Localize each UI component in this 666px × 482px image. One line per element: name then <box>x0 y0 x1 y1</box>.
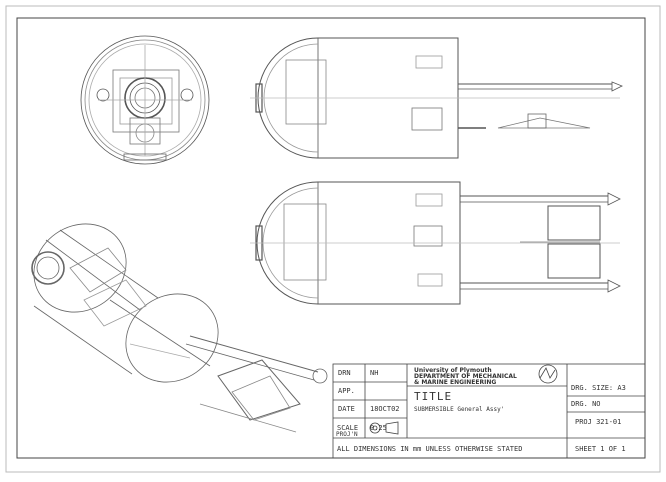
end-view <box>80 35 210 165</box>
drawing-size: DRG. SIZE: A3 <box>571 384 626 392</box>
title-value: SUBMERSIBLE General Assy' <box>414 406 504 413</box>
side-view-lower <box>250 181 621 305</box>
institution-line-3: & MARINE ENGINEERING <box>414 379 496 386</box>
drawing-number-value: PROJ 321-01 <box>575 418 621 426</box>
inner-border <box>16 17 646 459</box>
date-label: DATE <box>338 405 355 413</box>
title-block <box>332 363 646 459</box>
outer-border <box>5 5 661 473</box>
sheet-number: SHEET 1 OF 1 <box>575 445 626 453</box>
institution-line-2: DEPARTMENT OF MECHANICAL <box>414 373 517 380</box>
drn-label: DRN <box>338 369 351 377</box>
drawing-number-label: DRG. NO <box>571 400 601 408</box>
scale-value: 0.25 <box>370 424 387 432</box>
app-label: APP. <box>338 387 355 395</box>
side-view-upper <box>250 37 623 159</box>
proj-label: PROJ'N <box>336 431 358 438</box>
drn-value: NH <box>370 369 378 377</box>
institution-line-1: University of Plymouth <box>414 367 492 374</box>
title-label: TITLE <box>414 390 452 403</box>
dimensions-note: ALL DIMENSIONS IN mm UNLESS OTHERWISE ST… <box>337 445 522 453</box>
isometric-view <box>31 223 328 433</box>
scale-label: SCALE <box>337 424 358 432</box>
date-value: 18OCT02 <box>370 405 400 413</box>
